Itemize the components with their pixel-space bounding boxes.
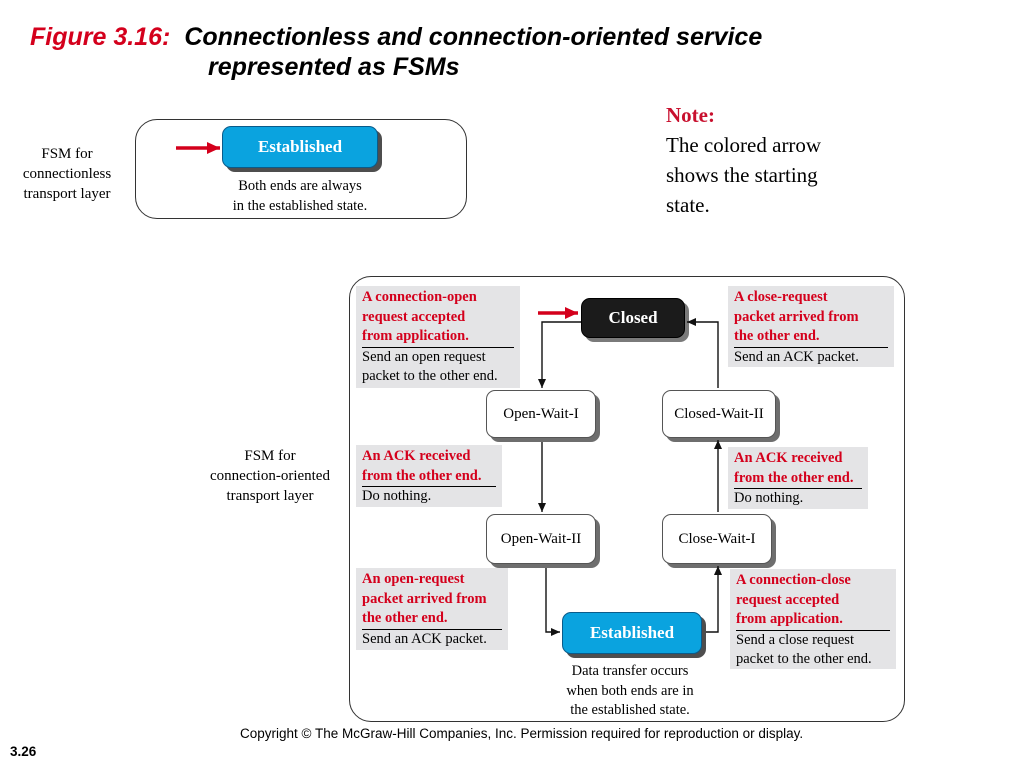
connectionless-caption: Both ends are always in the established … bbox=[232, 178, 368, 214]
transition-action: Send an ACK packet. bbox=[734, 348, 859, 365]
close-wait-1-state: Close-Wait-I bbox=[662, 514, 772, 564]
transition-event: An ACK received from the other end. bbox=[734, 449, 862, 489]
transition-ack-close: An ACK received from the other end. Do n… bbox=[728, 447, 868, 509]
transition-action: Do nothing. bbox=[734, 490, 804, 506]
arrow-open-wait-2-to-established bbox=[545, 568, 560, 636]
figure-title: Figure 3.16: Connectionless and connectio… bbox=[30, 22, 762, 82]
established-caption: Data transfer occurs when both ends are … bbox=[566, 663, 694, 718]
copyright-notice: Copyright © The McGraw-Hill Companies, I… bbox=[240, 726, 804, 741]
transition-action: Send an open request packet to the other… bbox=[362, 348, 498, 385]
note-heading: Note: bbox=[666, 103, 715, 127]
transition-action: Do nothing. bbox=[362, 488, 432, 504]
transition-event: An ACK received from the other end. bbox=[362, 447, 496, 487]
note-box: Note: The colored arrow shows the starti… bbox=[666, 100, 846, 220]
title-line-1: Connectionless and connection-oriented s… bbox=[184, 23, 763, 51]
transition-event: A connection-close request accepted from… bbox=[736, 571, 890, 631]
connectionless-fsm-label: FSM for connectionless transport layer bbox=[22, 146, 112, 202]
arrow-established-to-close-wait-1 bbox=[706, 566, 722, 633]
transition-event: A connection-open request accepted from … bbox=[362, 288, 514, 348]
transition-open-request-arrived: An open-request packet arrived from the … bbox=[356, 568, 508, 650]
slide-number: 3.26 bbox=[10, 744, 37, 759]
transition-action: Send an ACK packet. bbox=[362, 630, 487, 647]
established-state: Established bbox=[562, 612, 702, 654]
open-wait-2-state: Open-Wait-II bbox=[486, 514, 596, 564]
transition-close-request: A connection-close request accepted from… bbox=[730, 569, 896, 669]
transition-event: An open-request packet arrived from the … bbox=[362, 570, 502, 630]
connection-oriented-fsm-label: FSM for connection-oriented transport la… bbox=[210, 448, 330, 504]
figure-label: Figure 3.16: bbox=[30, 23, 171, 51]
arrow-closed-to-open-wait-1 bbox=[538, 321, 581, 388]
closed-state: Closed bbox=[581, 298, 685, 338]
closed-wait-2-state: Closed-Wait-II bbox=[662, 390, 776, 438]
transition-ack-open: An ACK received from the other end. Do n… bbox=[356, 445, 502, 507]
arrow-closed-wait-2-to-closed bbox=[687, 318, 719, 388]
title-line-2: represented as FSMs bbox=[208, 53, 460, 81]
note-text: The colored arrow shows the starting sta… bbox=[666, 133, 822, 217]
transition-action: Send a close request packet to the other… bbox=[736, 631, 872, 668]
transition-close-request-arrived: A close-request packet arrived from the … bbox=[728, 286, 894, 367]
transition-open-request: A connection-open request accepted from … bbox=[356, 286, 520, 388]
transition-event: A close-request packet arrived from the … bbox=[734, 288, 888, 348]
open-wait-1-state: Open-Wait-I bbox=[486, 390, 596, 438]
connectionless-established-state: Established bbox=[222, 126, 378, 168]
